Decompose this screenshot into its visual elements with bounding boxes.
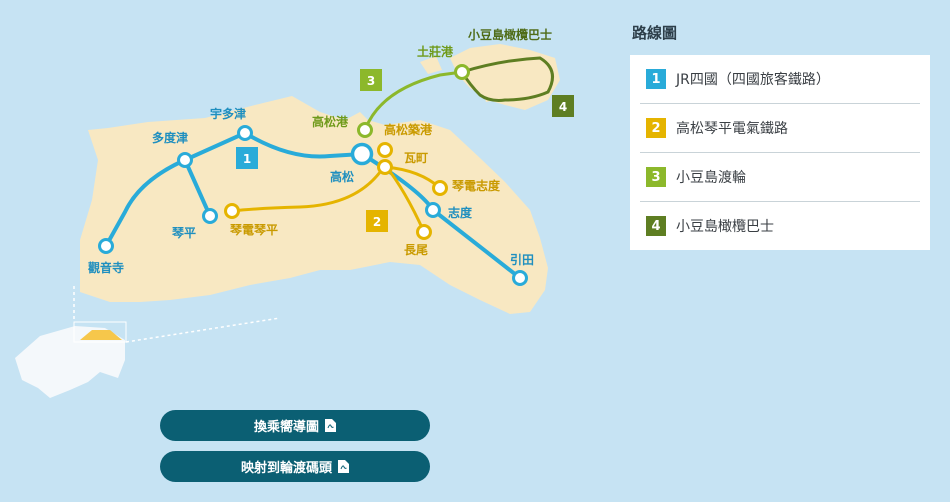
small-island [420, 56, 442, 74]
station-marker[interactable] [416, 224, 432, 240]
svg-text:3: 3 [367, 74, 375, 88]
station-marker[interactable] [350, 142, 374, 166]
station-marker[interactable] [177, 152, 193, 168]
station-marker[interactable] [357, 122, 373, 138]
route-badge-bus: 4 [552, 95, 574, 117]
shikoku-inset [15, 326, 125, 398]
station-marker[interactable] [425, 202, 441, 218]
station-marker[interactable] [512, 270, 528, 286]
station-label-takamatsu-port: 高松港 [312, 114, 349, 129]
station-label-kotohira: 琴平 [171, 226, 196, 240]
legend-item-jr[interactable]: 1 JR四國（四國旅客鐵路） [640, 55, 920, 104]
ferry-line [363, 70, 463, 131]
route-badge-ferry: 3 [360, 69, 382, 91]
legend-label: 高松琴平電氣鐵路 [676, 121, 788, 137]
station-marker[interactable] [432, 180, 448, 196]
pdf-icon [338, 460, 349, 473]
station-label-takamatsu: 高松 [330, 169, 354, 184]
station-label-shido: 志度 [448, 205, 473, 220]
legend-title: 路線圖 [632, 24, 678, 42]
legend-item-ferry[interactable]: 3 小豆島渡輪 [640, 153, 920, 202]
route-badge-kotoden: 2 [366, 210, 388, 232]
jr-line [104, 130, 522, 280]
legend-number-badge: 1 [646, 69, 666, 89]
pdf-icon [325, 419, 336, 432]
button-label: 換乘嚮導圖 [253, 420, 319, 435]
station-marker[interactable] [237, 125, 253, 141]
route-legend: 路線圖 1 JR四國（四國旅客鐵路） 2 高松琴平電氣鐵路 3 小豆島渡輪 4 … [630, 22, 930, 250]
olive-bus-line [460, 56, 554, 102]
button-label: 映射到輪渡碼頭 [240, 461, 332, 476]
ferry-terminal-button[interactable]: 映射到輪渡碼頭 [160, 451, 430, 482]
legend-number-badge: 3 [646, 167, 666, 187]
transfer-guide-button[interactable]: 換乘嚮導圖 [160, 410, 430, 441]
station-label-kotoden-shido: 琴電志度 [451, 178, 501, 193]
inset-frame [73, 321, 127, 343]
legend-number-badge: 2 [646, 118, 666, 138]
kotoden-line [231, 162, 426, 233]
station-label-takamatsu-chikko: 高松築港 [384, 122, 433, 137]
station-label-tonosho-port: 土莊港 [417, 44, 454, 59]
svg-text:1: 1 [243, 152, 251, 166]
inset-connector [125, 317, 281, 343]
station-label-nagao: 長尾 [404, 242, 428, 257]
route-map: 1 2 3 4 觀音寺 多度津 宇多津 琴平 琴電琴平 高松港 高松築港 高松 … [15, 27, 574, 398]
station-marker[interactable] [454, 64, 470, 80]
legend-item-olive-bus[interactable]: 4 小豆島橄欖巴士 [640, 202, 920, 250]
station-label-kanonji: 觀音寺 [88, 260, 124, 275]
svg-text:2: 2 [373, 215, 381, 229]
station-label-kawaramachi: 瓦町 [404, 151, 428, 165]
legend-item-kotoden[interactable]: 2 高松琴平電氣鐵路 [640, 104, 920, 153]
station-marker[interactable] [377, 159, 393, 175]
legend-label: 小豆島渡輪 [676, 170, 746, 186]
station-label-kotoden-kotohira: 琴電琴平 [229, 223, 278, 237]
station-marker[interactable] [98, 238, 114, 254]
station-marker[interactable] [377, 142, 393, 158]
route-badge-jr: 1 [236, 147, 258, 169]
shodoshima-landmass [450, 44, 560, 110]
svg-text:4: 4 [559, 100, 567, 114]
station-label-olive-bus: 小豆島橄欖巴士 [468, 27, 552, 42]
legend-label: 小豆島橄欖巴士 [676, 219, 774, 235]
station-label-hiketa: 引田 [510, 253, 534, 267]
legend-list: 1 JR四國（四國旅客鐵路） 2 高松琴平電氣鐵路 3 小豆島渡輪 4 小豆島橄… [630, 55, 930, 250]
inset-highlight [80, 330, 122, 340]
legend-label: JR四國（四國旅客鐵路） [676, 72, 830, 88]
station-marker[interactable] [202, 208, 218, 224]
station-label-tadotsu: 多度津 [152, 130, 188, 145]
legend-number-badge: 4 [646, 216, 666, 236]
station-label-utazu: 宇多津 [210, 106, 246, 121]
jr-branch [183, 159, 212, 217]
station-marker[interactable] [224, 203, 240, 219]
